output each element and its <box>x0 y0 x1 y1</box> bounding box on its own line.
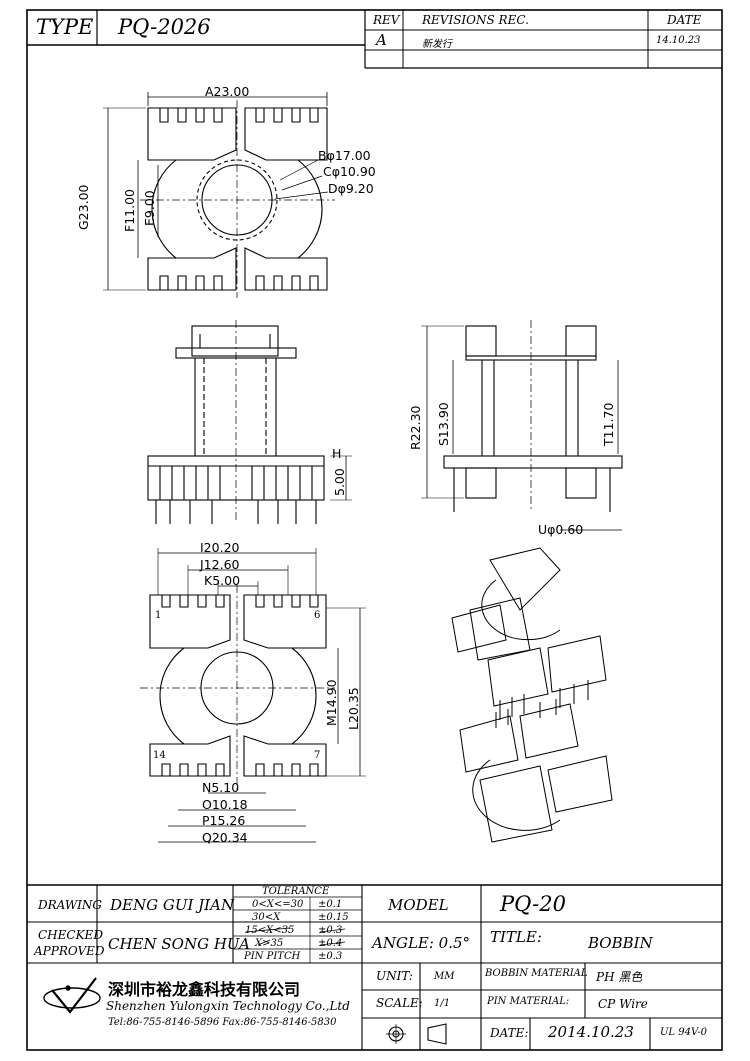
dim-g: G23.00 <box>76 184 91 230</box>
dim-t: T11.70 <box>601 402 616 446</box>
tol-range-3: 15<X<35 <box>245 925 295 936</box>
bobbin-material-value: PH 黑色 <box>596 970 643 984</box>
scale-label: SCALE: <box>376 996 423 1010</box>
rev-col: REV <box>373 13 400 27</box>
dim-h: H <box>332 446 342 461</box>
company-contact: Tel:86-755-8146-5896 Fax:86-755-8146-583… <box>108 1017 337 1028</box>
dim-p: P15.26 <box>202 813 246 828</box>
tol-value-2: ±0.15 <box>318 912 349 923</box>
title-value: BOBBIN <box>588 934 653 952</box>
approved-label: APPROVED <box>34 944 105 958</box>
isometric-views <box>451 547 613 843</box>
side-view <box>421 320 623 531</box>
type-label: TYPE <box>36 15 94 39</box>
pin-7-label: 7 <box>314 750 321 761</box>
company-logo <box>43 977 101 1014</box>
pin-6-label: 6 <box>314 610 321 621</box>
dim-n: N5.10 <box>202 780 240 795</box>
company-name-en: Shenzhen Yulongxin Technology Co.,Ltd <box>106 999 350 1013</box>
rev-value: A <box>376 31 387 49</box>
date-value: 2014.10.23 <box>548 1023 634 1041</box>
tol-range-1: 0<X<=30 <box>252 899 304 910</box>
pin-material-label: PIN MATERIAL: <box>487 996 570 1007</box>
date-col: DATE <box>667 13 702 27</box>
model-value: PQ-20 <box>500 892 566 916</box>
title-block-lines <box>27 884 722 1050</box>
revision-text: 新发行 <box>422 39 452 50</box>
dim-a: A23.00 <box>205 84 250 99</box>
bottom-view <box>140 548 366 843</box>
tol-range-2: 30<X <box>252 912 281 923</box>
drawing-value: DENG GUI JIAN <box>110 896 235 914</box>
unit-value: MM <box>434 971 455 982</box>
top-view <box>103 92 335 298</box>
tol-range-4: X>35 <box>255 938 284 949</box>
dim-e: E9.00 <box>142 190 157 226</box>
tol-range-5: PIN PITCH <box>244 951 301 962</box>
scale-value: 1/1 <box>434 998 451 1009</box>
revisions-col: REVISIONS REC. <box>422 13 529 27</box>
dim-q: Q20.34 <box>202 830 248 845</box>
type-value: PQ-2026 <box>118 15 211 39</box>
dim-c: Cφ10.90 <box>323 164 376 179</box>
dim-u: Uφ0.60 <box>538 522 584 537</box>
tol-value-5: ±0.3 <box>318 951 343 962</box>
checked-label: CHECKED <box>38 928 103 942</box>
tolerance-label: TOLERANCE <box>262 886 330 897</box>
company-name-cn: 深圳市裕龙鑫科技有限公司 <box>108 980 301 999</box>
dim-i: I20.20 <box>200 540 240 555</box>
angle-text: ANGLE: 0.5° <box>372 934 471 952</box>
unit-label: UNIT: <box>376 969 413 983</box>
front-view <box>147 320 352 524</box>
tol-value-1: ±0.1 <box>318 899 343 910</box>
dim-s: S13.90 <box>436 402 451 446</box>
checked-value: CHEN SONG HUA <box>108 935 250 953</box>
dim-k: K5.00 <box>204 573 241 588</box>
dim-o: O10.18 <box>202 797 248 812</box>
bobbin-material-label: BOBBIN MATERIAL <box>485 968 588 979</box>
dim-l: L20.35 <box>346 687 361 730</box>
revision-date: 14.10.23 <box>656 35 701 46</box>
title-label: TITLE: <box>490 928 542 946</box>
pin-material-value: CP Wire <box>598 997 648 1011</box>
dim-r: R22.30 <box>408 405 423 450</box>
ul-value: UL 94V-0 <box>660 1027 708 1038</box>
tol-value-4: ±0.4 <box>318 938 343 949</box>
dim-j: J12.60 <box>200 557 240 572</box>
dim-h-value: 5.00 <box>332 468 347 496</box>
dim-m: M14.90 <box>324 679 339 726</box>
dim-b: Bφ17.00 <box>318 148 371 163</box>
pin-14-label: 14 <box>153 750 166 761</box>
dim-f: F11.00 <box>122 189 137 232</box>
tol-value-3: ±0.3 <box>318 925 343 936</box>
drawing-label: DRAWING <box>38 898 102 912</box>
model-label: MODEL <box>388 896 449 914</box>
date-label: DATE: <box>490 1026 529 1040</box>
dim-d: Dφ9.20 <box>328 181 374 196</box>
pin-1-label: 1 <box>155 610 162 621</box>
